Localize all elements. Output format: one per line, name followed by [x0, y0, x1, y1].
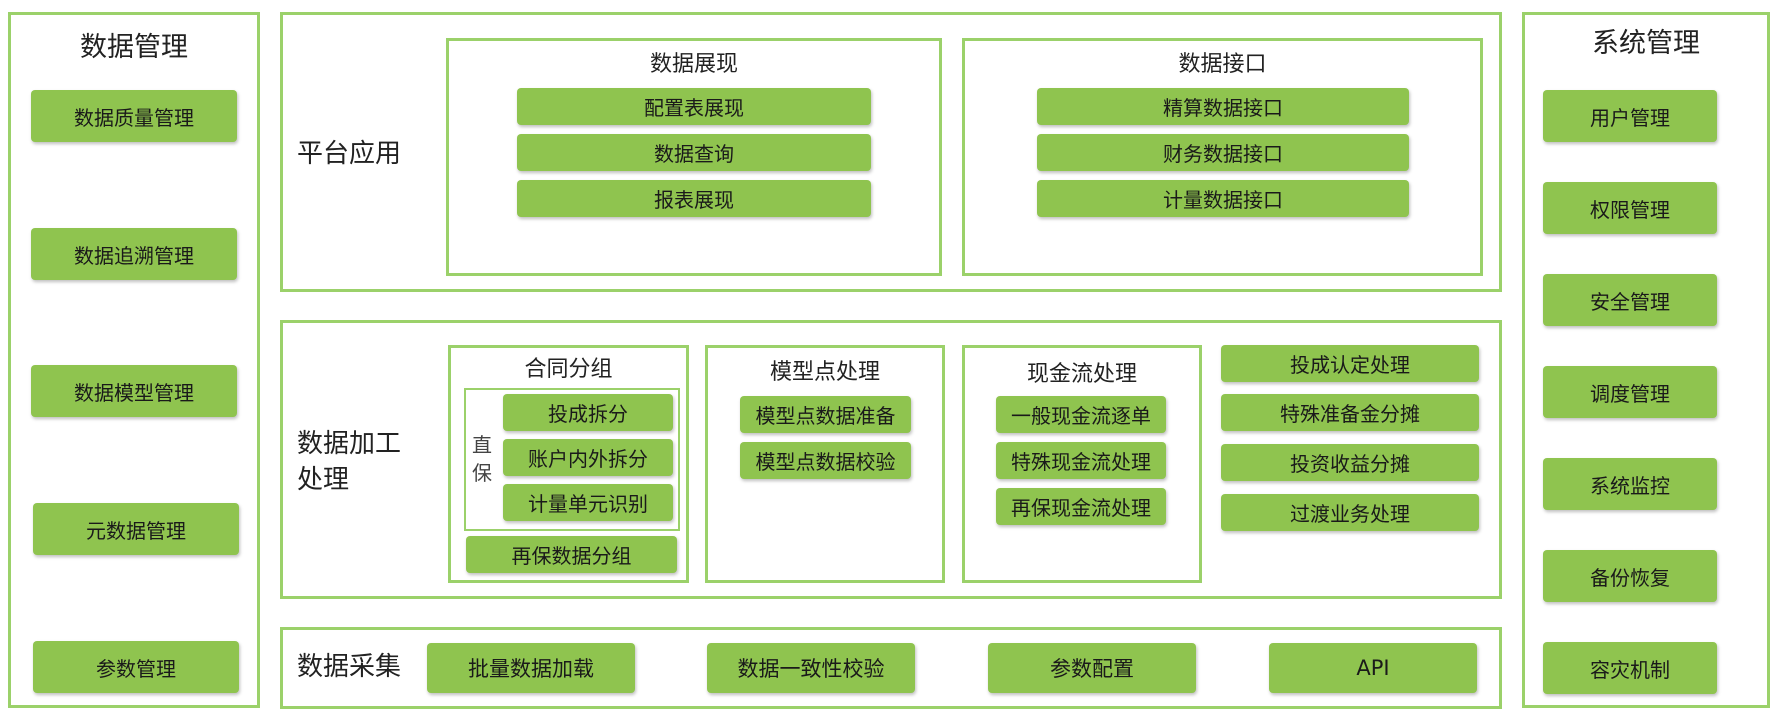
direct-insurance-char1: 直: [472, 433, 492, 457]
system-management-title: 系统管理: [1592, 28, 1700, 59]
data-display-title: 数据展现: [649, 52, 738, 77]
investment-component-split-button[interactable]: 投成拆分: [503, 394, 673, 431]
system-monitoring-button[interactable]: 系统监控: [1543, 458, 1717, 510]
permission-management-button[interactable]: 权限管理: [1543, 182, 1717, 234]
data-traceability-management-button[interactable]: 数据追溯管理: [31, 228, 237, 280]
contract-grouping-title: 合同分组: [524, 357, 613, 382]
data-quality-management-button[interactable]: 数据质量管理: [31, 90, 237, 142]
system-management-panel: 系统管理 用户管理 权限管理 安全管理 调度管理 系统监控 备份恢复 容灾机制: [1522, 12, 1770, 708]
finance-data-interface-button[interactable]: 财务数据接口: [1037, 134, 1409, 171]
platform-application-label: 平台应用: [297, 139, 402, 169]
data-management-panel: 数据管理 数据质量管理 数据追溯管理 数据模型管理 元数据管理 参数管理: [8, 12, 260, 708]
measurement-data-interface-button[interactable]: 计量数据接口: [1037, 180, 1409, 217]
batch-data-loading-button[interactable]: 批量数据加载: [427, 643, 635, 693]
data-processing-panel: 数据加工 处理 合同分组 直 保 投成拆分 账户内外拆分 计量单元识别 再保数据…: [280, 320, 1502, 599]
cashflow-processing-box: 现金流处理 一般现金流逐单 特殊现金流处理 再保现金流处理: [962, 345, 1202, 583]
account-split-button[interactable]: 账户内外拆分: [503, 439, 673, 476]
direct-insurance-box: 直 保 投成拆分 账户内外拆分 计量单元识别: [464, 388, 680, 531]
model-point-data-validation-button[interactable]: 模型点数据校验: [740, 442, 911, 479]
actuarial-data-interface-button[interactable]: 精算数据接口: [1037, 88, 1409, 125]
platform-application-panel: 平台应用 数据展现 配置表展现 数据查询 报表展现 数据接口 精算数据接口 财务…: [280, 12, 1502, 292]
data-display-box: 数据展现 配置表展现 数据查询 报表展现: [446, 38, 942, 276]
data-model-management-button[interactable]: 数据模型管理: [31, 365, 237, 417]
special-reserve-allocation-button[interactable]: 特殊准备金分摊: [1221, 394, 1479, 431]
data-query-button[interactable]: 数据查询: [517, 134, 871, 171]
config-table-display-button[interactable]: 配置表展现: [517, 88, 871, 125]
data-processing-label-line1: 数据加工: [297, 429, 402, 459]
cashflow-processing-title: 现金流处理: [1026, 362, 1137, 387]
data-interface-title: 数据接口: [1178, 52, 1267, 77]
model-point-data-prep-button[interactable]: 模型点数据准备: [740, 396, 911, 433]
report-display-button[interactable]: 报表展现: [517, 180, 871, 217]
metadata-management-button[interactable]: 元数据管理: [33, 503, 239, 555]
investment-component-determination-button[interactable]: 投成认定处理: [1221, 345, 1479, 382]
reinsurance-cashflow-processing-button[interactable]: 再保现金流处理: [996, 488, 1166, 525]
backup-recovery-button[interactable]: 备份恢复: [1543, 550, 1717, 602]
contract-grouping-box: 合同分组 直 保 投成拆分 账户内外拆分 计量单元识别 再保数据分组: [448, 345, 689, 583]
data-interface-box: 数据接口 精算数据接口 财务数据接口 计量数据接口: [962, 38, 1483, 276]
parameter-management-button[interactable]: 参数管理: [33, 641, 239, 693]
general-cashflow-per-policy-button[interactable]: 一般现金流逐单: [996, 396, 1166, 433]
parameter-config-button[interactable]: 参数配置: [988, 643, 1196, 693]
api-button[interactable]: API: [1269, 643, 1477, 693]
security-management-button[interactable]: 安全管理: [1543, 274, 1717, 326]
scheduling-management-button[interactable]: 调度管理: [1543, 366, 1717, 418]
data-consistency-check-button[interactable]: 数据一致性校验: [707, 643, 915, 693]
data-management-title: 数据管理: [80, 32, 188, 63]
measurement-unit-identification-button[interactable]: 计量单元识别: [503, 484, 673, 521]
data-collection-label: 数据采集: [297, 652, 402, 682]
investment-income-allocation-button[interactable]: 投资收益分摊: [1221, 444, 1479, 481]
data-processing-label-line2: 处理: [297, 465, 350, 495]
transition-business-processing-button[interactable]: 过渡业务处理: [1221, 494, 1479, 531]
model-point-processing-box: 模型点处理 模型点数据准备 模型点数据校验: [705, 345, 945, 583]
direct-insurance-char2: 保: [472, 461, 492, 485]
disaster-recovery-button[interactable]: 容灾机制: [1543, 642, 1717, 694]
special-cashflow-processing-button[interactable]: 特殊现金流处理: [996, 442, 1166, 479]
model-point-processing-title: 模型点处理: [769, 360, 880, 385]
reinsurance-data-grouping-button[interactable]: 再保数据分组: [466, 536, 677, 573]
data-collection-panel: 数据采集 批量数据加载 数据一致性校验 参数配置 API: [280, 627, 1502, 709]
user-management-button[interactable]: 用户管理: [1543, 90, 1717, 142]
